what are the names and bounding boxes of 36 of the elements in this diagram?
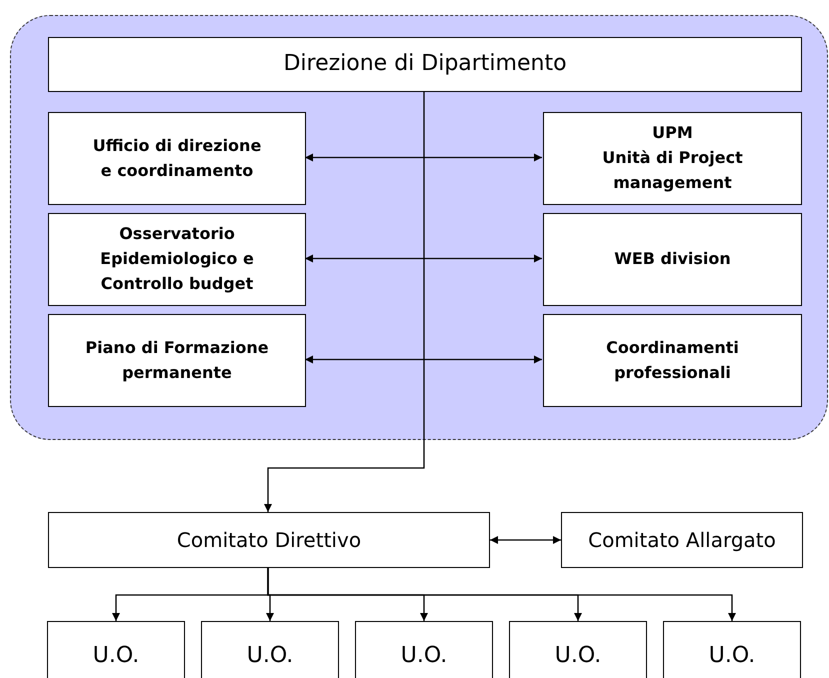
unit-name: Piano di Formazione permanente: [84, 336, 270, 384]
org-box: [48, 213, 306, 306]
org-box: [543, 213, 802, 306]
org-box: [509, 621, 647, 678]
org-box: [543, 314, 802, 407]
connector-arrow: [267, 568, 736, 621]
org-box: [48, 112, 306, 205]
org-box: [561, 512, 803, 568]
unit-name: Coordinamenti professionali: [605, 336, 740, 384]
unit-title: U.O.: [708, 642, 756, 670]
unit-title: Direzione di Dipartimento: [283, 51, 567, 78]
unit-title: U.O.: [92, 642, 140, 670]
org-box: [48, 314, 306, 407]
unit-title: Comitato Allargato: [588, 528, 776, 552]
unit-title: Comitato Direttivo: [176, 528, 362, 552]
connector-arrow: [305, 356, 542, 364]
unit-name: UPM: [652, 122, 693, 144]
unit-title: U.O.: [554, 642, 602, 670]
unit-name: Unità di Project management: [601, 147, 744, 194]
org-box: [201, 621, 339, 678]
org-box: [48, 37, 802, 92]
unit-name: Osservatorio Epidemiologico e Controllo budget: [99, 223, 255, 295]
connector-arrow: [264, 91, 425, 512]
org-box: [47, 621, 185, 678]
org-box: [355, 621, 493, 678]
connector-arrow: [305, 154, 542, 162]
org-box: [543, 112, 802, 205]
connector-arrow: [305, 254, 542, 262]
org-box: [663, 621, 801, 678]
unit-name: WEB division: [614, 248, 731, 270]
connector-arrow: [490, 536, 561, 544]
unit-name: Ufficio di direzione e coordinamento: [92, 134, 262, 182]
dashed-region-background: [10, 15, 828, 440]
org-box: [48, 512, 490, 568]
unit-title: U.O.: [246, 642, 294, 670]
unit-title: U.O.: [400, 642, 448, 670]
